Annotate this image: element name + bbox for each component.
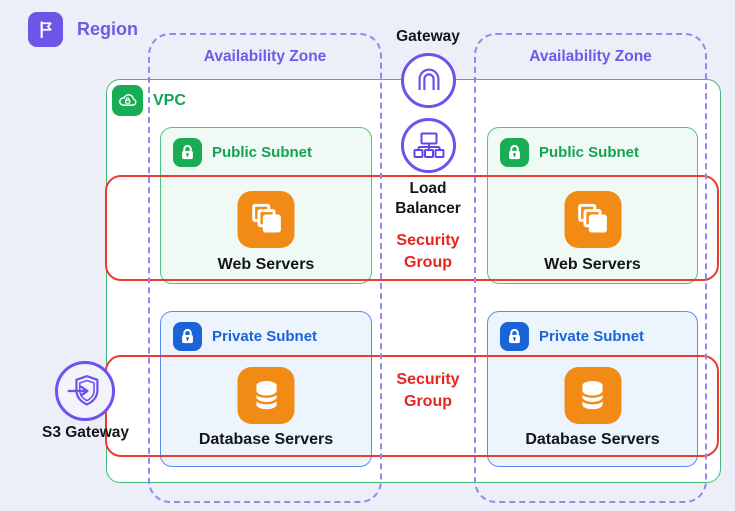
- private-subnet-left: Private Subnet Database Servers: [160, 311, 372, 467]
- private-subnet-label: Private Subnet: [539, 328, 645, 345]
- availability-zone-label: Availability Zone: [203, 48, 327, 65]
- database-servers-icon: [237, 367, 295, 424]
- database-servers-label: Database Servers: [525, 431, 660, 448]
- s3-gateway-icon: [55, 361, 115, 421]
- database-servers-icon: [564, 367, 621, 424]
- security-group-label: Security Group: [396, 371, 460, 410]
- availability-zone-label: Availability Zone: [529, 48, 652, 65]
- database-servers-label: Database Servers: [198, 431, 334, 448]
- web-servers-label: Web Servers: [544, 256, 641, 273]
- availability-zone-right: Availability Zone: [474, 33, 707, 503]
- public-subnet-right: Public Subnet Web Servers: [487, 127, 698, 284]
- load-balancer-label: Load Balancer: [395, 180, 461, 218]
- lock-icon: [173, 322, 202, 351]
- s3-gateway-label: S3 Gateway: [41, 424, 130, 441]
- lock-icon: [173, 138, 202, 167]
- web-servers-icon: [237, 191, 295, 248]
- flag-icon: [28, 12, 63, 47]
- availability-zone-left: Availability Zone: [148, 33, 382, 503]
- private-subnet-right: Private Subnet Database Servers: [487, 311, 698, 467]
- cloud-lock-icon: [112, 85, 143, 116]
- private-subnet-label: Private Subnet: [212, 328, 318, 345]
- vpc-label: VPC: [153, 92, 186, 109]
- load-balancer-icon: [401, 118, 456, 173]
- lock-icon: [500, 138, 529, 167]
- public-subnet-label: Public Subnet: [212, 144, 313, 161]
- public-subnet-left: Public Subnet Web Servers: [160, 127, 372, 284]
- security-group-label: Security Group: [396, 232, 460, 271]
- lock-icon: [500, 322, 529, 351]
- arch-gateway-icon: [401, 53, 456, 108]
- region-label: Region: [77, 19, 138, 39]
- web-servers-icon: [564, 191, 621, 248]
- web-servers-label: Web Servers: [217, 256, 315, 273]
- gateway-label: Gateway: [396, 28, 460, 45]
- security-group-box-top: [105, 175, 719, 281]
- public-subnet-label: Public Subnet: [539, 144, 640, 161]
